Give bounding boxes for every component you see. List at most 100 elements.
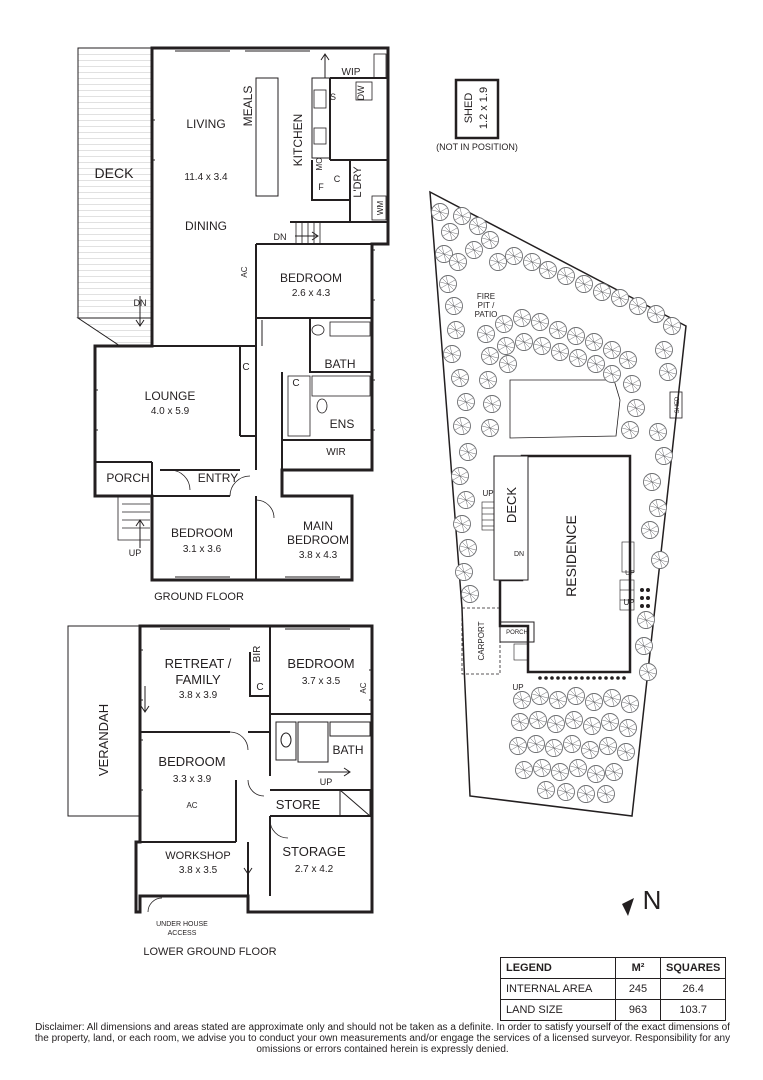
north-arrow-icon — [622, 898, 634, 916]
label-not-in-position: (NOT IN POSITION) — [436, 142, 518, 152]
label-under-house-2: ACCESS — [168, 930, 197, 937]
ground-floor-labels: DECK DN LIVING 11.4 x 3.4 DINING MEALS K… — [95, 67, 385, 603]
label-site-porch: PORCH — [506, 630, 528, 636]
label-bath-lower: BATH — [332, 743, 363, 757]
label-ens: ENS — [330, 417, 355, 431]
north-arrow: N — [622, 885, 661, 916]
label-porch: PORCH — [106, 471, 149, 485]
label-carport: CARPORT — [477, 621, 486, 660]
label-storage-dims: 2.7 x 4.2 — [295, 864, 334, 875]
label-living-dims: 11.4 x 3.4 — [184, 172, 228, 183]
label-wir: WIR — [326, 447, 345, 458]
label-ac: AC — [240, 266, 249, 277]
label-bedroom-left-lower: BEDROOM — [158, 754, 225, 769]
label-dn-deck: DN — [134, 298, 147, 308]
label-verandah: VERANDAH — [96, 704, 111, 776]
legend-cell: 26.4 — [659, 978, 727, 1000]
label-bedroom-right-dims: 3.7 x 3.5 — [302, 676, 341, 687]
label-site-up-bottom: UP — [512, 683, 523, 692]
ground-floor — [76, 46, 390, 582]
label-shed-small: SHED — [675, 396, 681, 413]
legend-cell: INTERNAL AREA — [500, 978, 616, 1000]
ground-outer-wall — [93, 46, 390, 582]
label-north: N — [643, 885, 662, 915]
label-bedroom-left-lower-dims: 3.3 x 3.9 — [173, 774, 212, 785]
label-bedroom-left: BEDROOM — [171, 526, 233, 540]
lower-ground-floor — [67, 624, 374, 914]
label-site-up-right-1: UP — [625, 570, 635, 577]
label-main-bedroom-2: BEDROOM — [287, 533, 349, 547]
label-lower-floor-title: LOWER GROUND FLOOR — [143, 946, 276, 958]
label-up-entry: UP — [129, 548, 142, 558]
legend-header-squares: SQUARES — [659, 957, 727, 979]
label-c-ens: C — [292, 378, 299, 389]
label-ground-floor-title: GROUND FLOOR — [154, 591, 244, 603]
label-bedroom-left-dims: 3.1 x 3.6 — [183, 544, 222, 555]
label-dining: DINING — [185, 219, 227, 233]
label-deck: DECK — [95, 165, 135, 181]
label-retreat-dims: 3.8 x 3.9 — [179, 690, 218, 701]
label-main-bedroom-dims: 3.8 x 4.3 — [299, 550, 338, 561]
label-retreat-2: FAMILY — [175, 672, 221, 687]
legend-row: INTERNAL AREA 245 26.4 — [500, 978, 727, 1000]
site-labels: SHED 1.2 x 1.9 (NOT IN POSITION) FIRE PI… — [436, 87, 681, 692]
label-storage: STORAGE — [282, 844, 346, 859]
label-lounge: LOUNGE — [145, 389, 196, 403]
label-c-hall: C — [242, 362, 249, 373]
floor-plan: DECK DN LIVING 11.4 x 3.4 DINING MEALS K… — [67, 46, 687, 958]
label-bedroom-upper: BEDROOM — [280, 271, 342, 285]
label-wm: WM — [376, 201, 385, 216]
label-under-house-1: UNDER HOUSE — [156, 921, 208, 928]
label-meals: MEALS — [241, 86, 255, 127]
label-site-dn: DN — [514, 551, 524, 558]
deck-area — [77, 47, 153, 319]
legend-cell: 963 — [615, 999, 661, 1021]
legend-row: LAND SIZE 963 103.7 — [500, 999, 727, 1021]
label-c-kitchen: C — [334, 174, 341, 184]
label-wip: WIP — [342, 67, 361, 78]
label-living: LIVING — [186, 117, 225, 131]
label-fire-pit-2: PIT / — [478, 301, 496, 310]
label-site-up-right-2: UP — [623, 598, 634, 607]
label-retreat-1: RETREAT / — [165, 656, 232, 671]
legend-header-m2: M² — [615, 957, 661, 979]
label-site-deck: DECK — [504, 487, 519, 523]
label-site-up-deck: UP — [482, 489, 493, 498]
lower-floor-labels: VERANDAH RETREAT / FAMILY 3.8 x 3.9 BIR … — [96, 646, 368, 958]
label-residence: RESIDENCE — [563, 515, 579, 597]
label-f: F — [318, 182, 324, 192]
legend-cell: 245 — [615, 978, 661, 1000]
label-bedroom-upper-dims: 2.6 x 4.3 — [292, 288, 331, 299]
legend-header-legend: LEGEND — [500, 957, 616, 979]
label-lounge-dims: 4.0 x 5.9 — [151, 406, 190, 417]
label-shed-dims: 1.2 x 1.9 — [478, 87, 490, 129]
label-s: S — [330, 92, 336, 102]
label-ldry: L'DRY — [352, 166, 364, 198]
legend-cell: 103.7 — [659, 999, 727, 1021]
label-main-bedroom-1: MAIN — [303, 519, 333, 533]
label-fire-pit-3: PATIO — [475, 310, 498, 319]
label-dn: DN — [274, 232, 287, 242]
disclaimer-text: Disclaimer: All dimensions and areas sta… — [34, 1022, 731, 1055]
label-up-lower: UP — [320, 777, 333, 787]
label-c-lower: C — [256, 682, 263, 693]
label-workshop-dims: 3.8 x 3.5 — [179, 865, 218, 876]
label-shed: SHED — [463, 93, 475, 124]
label-bath: BATH — [324, 357, 355, 371]
legend-header-row: LEGEND M² SQUARES — [500, 957, 727, 979]
legend-table: LEGEND M² SQUARES INTERNAL AREA 245 26.4… — [500, 957, 727, 1021]
label-entry: ENTRY — [198, 471, 238, 485]
label-dw: DW — [356, 85, 366, 100]
legend-cell: LAND SIZE — [500, 999, 616, 1021]
site-plan — [429, 78, 687, 817]
label-workshop: WORKSHOP — [165, 850, 230, 862]
label-store: STORE — [276, 797, 321, 812]
label-ac-lower: AC — [186, 801, 197, 810]
label-mo: MO — [315, 158, 324, 171]
label-bir: BIR — [252, 646, 263, 663]
shed-box — [454, 78, 500, 140]
label-kitchen: KITCHEN — [291, 114, 305, 167]
label-ac-right: AC — [359, 682, 368, 693]
label-bedroom-right: BEDROOM — [287, 656, 354, 671]
label-fire-pit-1: FIRE — [477, 292, 495, 301]
